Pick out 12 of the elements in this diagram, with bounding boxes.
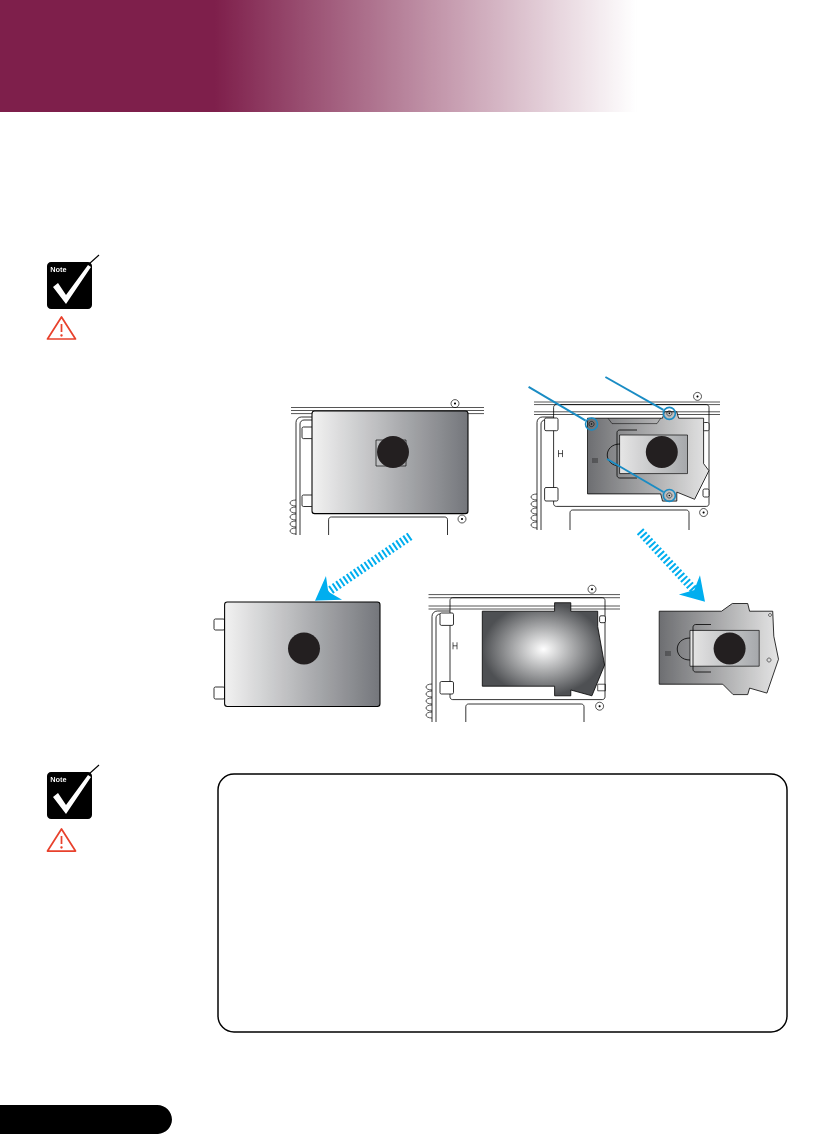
- projector-drawing: [289, 399, 485, 536]
- projector-drawing: [530, 392, 721, 531]
- leader-line: [604, 376, 665, 411]
- screw: [584, 417, 599, 431]
- lamp-bay-drawing: [425, 584, 621, 723]
- cover-drawing: [213, 601, 381, 708]
- leader-line: [606, 458, 665, 493]
- screw: [662, 488, 677, 503]
- rounded-box: [217, 773, 788, 1033]
- leader-line: [527, 385, 587, 422]
- screw: [662, 406, 677, 421]
- lamp-drawing: [658, 603, 779, 695]
